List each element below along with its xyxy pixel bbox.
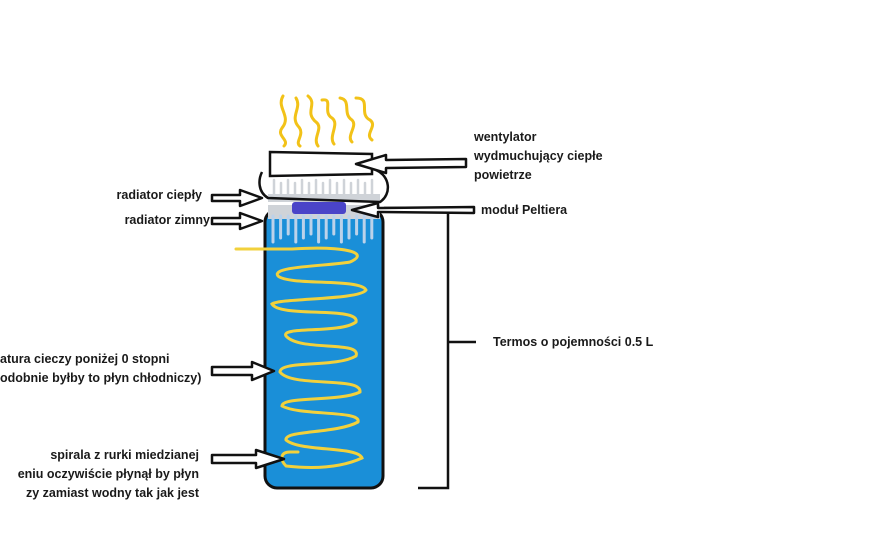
fan-label-line-2: wydmuchujący ciepłe [474,149,603,163]
thermos-body [263,208,385,490]
copper-spiral [234,246,368,469]
hot-radiator-base [268,194,380,202]
heat-wave [279,94,287,148]
liquid-label-line-1: atura cieczy poniżej 0 stopni [0,352,170,366]
peltier-module [292,202,346,214]
spiral-label-line-3: zy zamiast wodny tak jak jest [26,486,199,500]
cold-radiator-label: radiator zimny [124,213,210,227]
fan-label-line-3: powietrze [474,168,532,182]
fan-label: wentylator wydmuchujący ciepłe powietrze [474,128,603,185]
arrow-spiral [210,448,286,470]
hot-radiator-label: radiator ciepły [116,188,202,202]
arrow-cold-radiator [210,211,264,231]
spiral-label-line-1: spirala z rurki miedzianej [50,448,199,462]
liquid-label: atura cieczy poniżej 0 stopni odobnie by… [0,350,201,388]
thermos-label: Termos o pojemności 0.5 L [493,335,654,349]
heat-wave [306,94,321,148]
fan-label-line-1: wentylator [474,130,537,144]
arrow-peltier [350,201,476,219]
heat-wave [320,98,337,146]
spiral-label: spirala z rurki miedzianej eniu oczywiśc… [18,446,199,503]
arrow-fan [354,153,468,175]
heat-wave [293,96,303,148]
peltier-label: moduł Peltiera [481,203,568,217]
arrow-liquid [210,360,276,382]
liquid-label-line-2: odobnie byłby to płyn chłodniczy) [0,371,202,385]
spiral-label-line-2: eniu oczywiście płynął by płyn [17,467,199,481]
fan-housing [258,150,389,204]
heat-wave [338,96,356,144]
arrows [210,153,476,470]
heat-wave [354,96,375,142]
hot-radiator [268,178,380,202]
arrow-hot-radiator [210,188,264,208]
heat-waves [279,94,375,148]
thermos-bracket [384,206,476,490]
